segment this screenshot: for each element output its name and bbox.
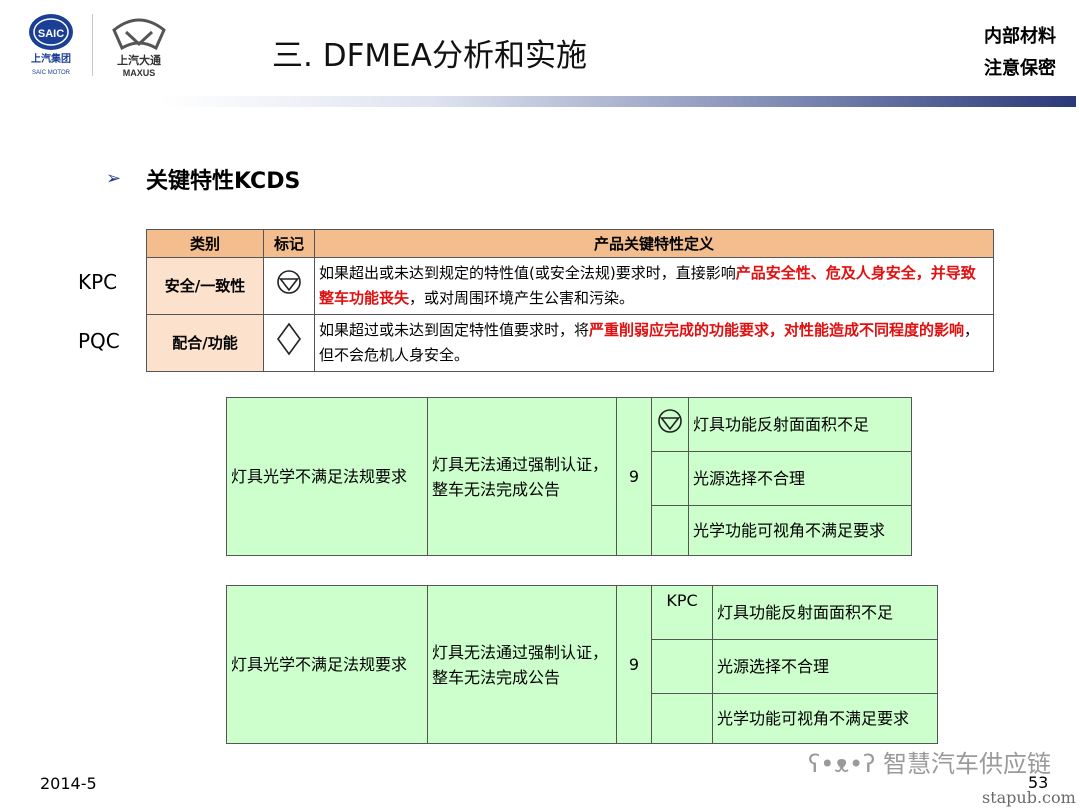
failure-mode-cell: 灯具光学不满足法规要求 [226, 585, 428, 744]
effect-cell: 灯具无法通过强制认证，整车无法完成公告 [427, 585, 617, 744]
class-marker-cell: KPC [651, 585, 713, 640]
wechat-icon: ʕ•ᴥ•ʔ [808, 750, 876, 778]
saic-logo: SAIC 上汽集团 SAIC MOTOR [26, 12, 76, 78]
definition-text: ，或对周围环境产生公害和污染。 [409, 289, 635, 307]
watermark-text: 智慧汽车供应链 [883, 750, 1052, 778]
row-label-pqc: PQC [78, 329, 120, 353]
definition-cell: 如果超出或未达到规定的特性值(或安全法规)要求时，直接影响产品安全性、危及人身安… [314, 257, 994, 315]
severity-cell: 9 [616, 397, 652, 556]
svg-text:上汽集团: 上汽集团 [31, 52, 71, 65]
failure-mode-cell: 灯具光学不满足法规要求 [226, 397, 428, 556]
cause-cell: 灯具功能反射面面积不足 [688, 397, 912, 452]
definition-text: 如果超出或未达到规定的特性值(或安全法规)要求时，直接影响 [319, 264, 736, 282]
table-row: 光学功能可视角不满足要求 [227, 505, 912, 556]
logo-divider [92, 14, 93, 76]
cause-cell: 光学功能可视角不满足要求 [712, 693, 938, 744]
table-header-row: 类别 标记 产品关键特性定义 [146, 229, 994, 258]
svg-text:SAIC: SAIC [38, 28, 64, 40]
severity-cell: 9 [616, 585, 652, 744]
effect-cell: 灯具无法通过强制认证，整车无法完成公告 [427, 397, 617, 556]
safety-symbol-icon [651, 397, 689, 452]
svg-text:上汽大通: 上汽大通 [117, 53, 161, 67]
definition-cell: 如果超过或未达到固定特性值要求时，将严重削弱应完成的功能要求，对性能造成不同程度… [314, 314, 994, 372]
table-row: 光源选择不合理 [227, 639, 938, 694]
table-row: 灯具光学不满足法规要求 灯具无法通过强制认证，整车无法完成公告 9 灯具功能反射… [226, 397, 912, 556]
table-row: 灯具光学不满足法规要求 灯具无法通过强制认证，整车无法完成公告 9 KPC 灯具… [226, 585, 938, 744]
header-gradient-bar [160, 96, 1076, 107]
empty-marker-cell [651, 451, 689, 506]
diamond-icon [263, 314, 315, 372]
definition-text: ，但不会危机人身安全。 [319, 321, 980, 364]
table-row: 光源选择不合理 [227, 451, 912, 506]
row-label-kpc: KPC [78, 270, 118, 294]
empty-marker-cell [651, 639, 713, 694]
table-row: 安全/一致性 如果超出或未达到规定的特性值(或安全法规)要求时，直接影响产品安全… [146, 257, 994, 315]
page-number: 53 [1028, 773, 1049, 792]
page-title: 三. DFMEA分析和实施 [272, 38, 587, 74]
category-cell: 配合/功能 [146, 314, 264, 372]
confidential-label: 内部材料 [984, 26, 1056, 47]
cause-cell: 灯具功能反射面面积不足 [712, 585, 938, 640]
example-table-kpc: 灯具光学不满足法规要求 灯具无法通过强制认证，整车无法完成公告 9 KPC 灯具… [226, 585, 938, 744]
maxus-logo: 上汽大通 MAXUS [104, 14, 174, 78]
confidential-note: 注意保密 [984, 58, 1056, 79]
header-definition: 产品关键特性定义 [314, 229, 994, 258]
cause-cell: 光学功能可视角不满足要求 [688, 505, 912, 556]
example-table-symbol: 灯具光学不满足法规要求 灯具无法通过强制认证，整车无法完成公告 9 灯具功能反射… [226, 397, 912, 556]
safety-symbol-icon [263, 257, 315, 315]
bullet-arrow-icon: ➢ [106, 168, 122, 189]
cause-cell: 光源选择不合理 [688, 451, 912, 506]
definition-highlight: 产品安全性、危及人身安全，并导致整车功能丧失 [319, 264, 976, 307]
watermark: ʕ•ᴥ•ʔ 智慧汽车供应链 [808, 744, 1051, 779]
definition-table: 类别 标记 产品关键特性定义 安全/一致性 如果超出或未达到规定的特性值(或安全… [146, 229, 994, 372]
header-category: 类别 [146, 229, 264, 258]
definition-text: 如果超过或未达到固定特性值要求时，将 [319, 321, 590, 339]
empty-marker-cell [651, 505, 689, 556]
svg-text:SAIC MOTOR: SAIC MOTOR [32, 70, 71, 76]
header-marker: 标记 [263, 229, 315, 258]
slide-date: 2014-5 [40, 774, 97, 793]
definition-highlight: 严重削弱应完成的功能要求，对性能造成不同程度的影响 [589, 321, 965, 339]
table-row: 光学功能可视角不满足要求 [227, 693, 938, 744]
site-watermark: stapub.com [982, 788, 1076, 807]
table-row: 配合/功能 如果超过或未达到固定特性值要求时，将严重削弱应完成的功能要求，对性能… [146, 314, 994, 372]
empty-marker-cell [651, 693, 713, 744]
section-heading: 关键特性KCDS [146, 169, 301, 194]
cause-cell: 光源选择不合理 [712, 639, 938, 694]
category-cell: 安全/一致性 [146, 257, 264, 315]
svg-text:MAXUS: MAXUS [123, 68, 156, 78]
